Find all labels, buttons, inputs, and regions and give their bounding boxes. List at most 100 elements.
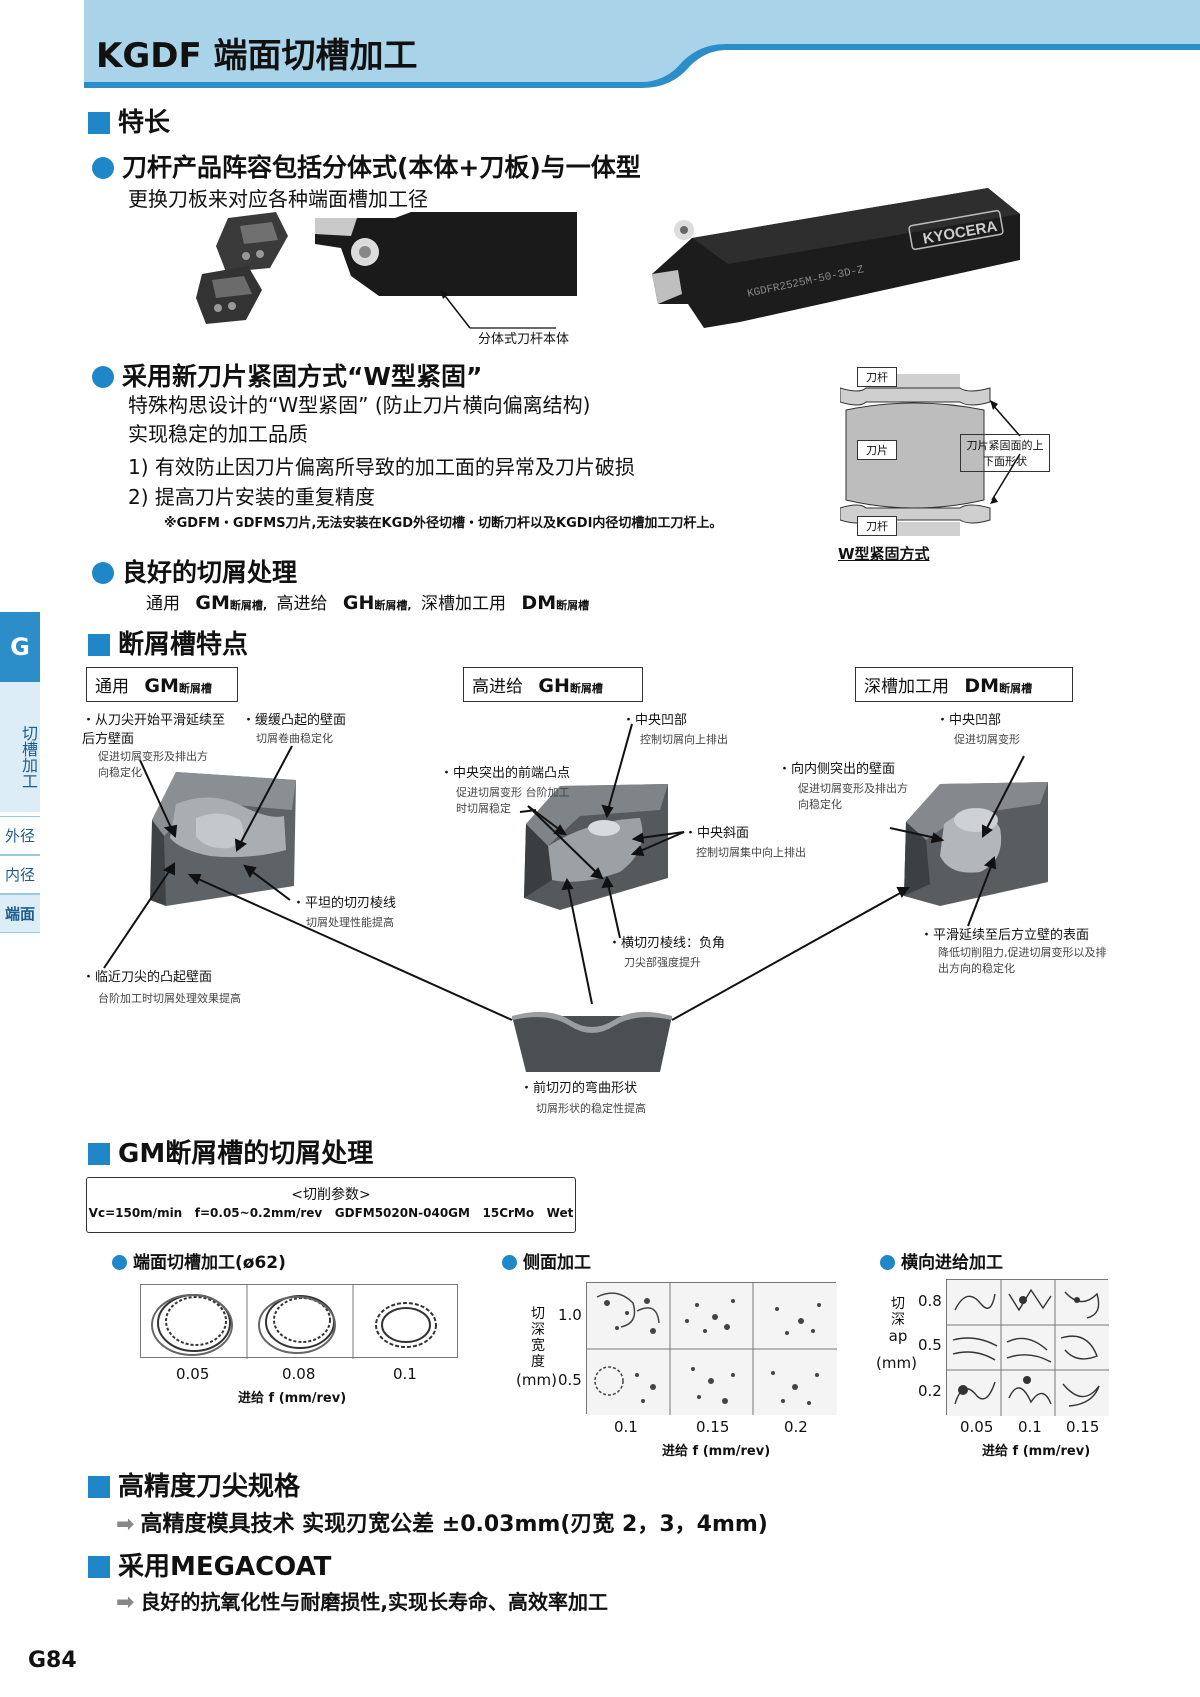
- header-band: [0, 0, 1200, 92]
- square-bullet-icon: [88, 1143, 110, 1165]
- dm-ann3-title: ・平滑延续至后方立壁的表面: [920, 928, 1090, 943]
- precision-heading: 高精度刀尖规格: [88, 1466, 300, 1503]
- traverse-ytick-3: 0.2: [918, 1382, 942, 1400]
- megacoat-heading: 采用MEGACOAT: [88, 1546, 331, 1583]
- megacoat-heading-text: 采用MEGACOAT: [118, 1552, 332, 1582]
- dm-ann2-title: ・向内侧突出的壁面: [778, 762, 896, 777]
- cutting-params-box: <切削参数> Vc=150m/min f=0.05~0.2mm/rev GDFM…: [86, 1177, 576, 1233]
- precision-line-text: 高精度模具技术 实现刃宽公差 ±0.03mm(刃宽 2，3，4mm): [140, 1512, 768, 1537]
- w-clamp-mid-label: 刀片: [857, 440, 897, 460]
- side-ylabel-char: 宽: [531, 1338, 545, 1354]
- gm-ann2-desc: 切屑卷曲稳定化: [256, 732, 333, 745]
- front-edge-image: [512, 1016, 672, 1072]
- gm-label-cn: 通用: [95, 677, 129, 697]
- traverse-ylabel: 切 深 ap: [888, 1296, 908, 1344]
- feature3-line: 通用 GM断屑槽, 高进给 GH断屑槽, 深槽加工用 DM断屑槽: [146, 589, 589, 614]
- side-ylabel: 切 深 宽 度: [528, 1306, 548, 1370]
- dm-ann2-desc: 促进切屑变形及排出方向稳定化: [798, 782, 908, 811]
- feature2-item2: 2) 提高刀片安装的重复精度: [128, 485, 375, 509]
- f3-part: 深槽加工用: [421, 594, 507, 614]
- side-feed-1: 0.1: [614, 1418, 638, 1436]
- feature1-sub: 更换刀板来对应各种端面槽加工径: [128, 187, 428, 211]
- modular-holder-illustration: [315, 212, 577, 296]
- features-heading: 特长: [88, 102, 170, 139]
- gm-label-code: GM: [144, 675, 179, 697]
- side-tab-face[interactable]: 端面: [0, 894, 40, 933]
- gm-ann4-desc: 台阶加工时切屑处理效果提高: [98, 992, 241, 1005]
- side-feed-3: 0.2: [784, 1418, 808, 1436]
- traverse-title: 横向进给加工: [880, 1248, 1003, 1273]
- feature1-title: 刀杆产品阵容包括分体式(本体+刀板)与一体型: [92, 148, 641, 184]
- feature1-title-text: 刀杆产品阵容包括分体式(本体+刀板)与一体型: [122, 153, 641, 182]
- feature2-line1: 特殊构思设计的“W型紧固” (防止刀片横向偏离结构): [128, 393, 591, 417]
- gm-ann3-title: ・平坦的切刃棱线: [292, 896, 397, 911]
- side-nav: G 切槽加工 外径 内径 端面: [0, 612, 40, 933]
- gm-label: 通用 GM断屑槽: [86, 667, 238, 702]
- gm-ann2-title: ・缓缓凸起的壁面: [242, 713, 347, 728]
- page-number: G84: [28, 1648, 77, 1673]
- gh-label: 高进给 GH断屑槽: [463, 667, 643, 702]
- dm-ann3-desc: 降低切削阻力,促进切屑变形以及排出方向的稳定化: [938, 946, 1107, 975]
- side-feed-2: 0.15: [696, 1418, 730, 1436]
- traverse-xlabel: 进给 f (mm/rev): [982, 1444, 1091, 1459]
- side-ytick-1: 1.0: [558, 1306, 582, 1324]
- traverse-ylabel-char: 深: [891, 1312, 905, 1328]
- gh-ann4-desc: 刀尖部强度提升: [624, 956, 701, 969]
- w-clamp-caption: W型紧固方式: [838, 545, 930, 563]
- gh-label-code: GH: [538, 675, 570, 697]
- f3-part: DM: [521, 592, 557, 614]
- dm-label-suffix: 断屑槽: [999, 682, 1033, 695]
- chipbreaker-heading-text: 断屑槽特点: [118, 630, 249, 660]
- side-ytick-2: 0.5: [558, 1371, 582, 1389]
- dm-ann1-desc: 促进切屑变形: [954, 733, 1020, 746]
- gh-ann3-desc: 控制切屑集中向上排出: [696, 846, 806, 859]
- traverse-yunit: (mm): [876, 1354, 917, 1372]
- side-ylabel-char: 深: [531, 1322, 545, 1338]
- gm-ann1-title: ・从刀尖开始平滑延续至后方壁面: [82, 713, 226, 747]
- side-yunit: (mm): [516, 1371, 557, 1389]
- end-face-xlabel: 进给 f (mm/rev): [238, 1391, 347, 1406]
- circle-bullet-icon: [502, 1255, 517, 1270]
- side-xlabel: 进给 f (mm/rev): [662, 1444, 771, 1459]
- end-face-photos: [140, 1284, 458, 1359]
- gm-insert-image: [150, 772, 296, 906]
- w-clamp-bottom-label: 刀杆: [857, 516, 897, 536]
- feature2-note: ※GDFM・GDFMS刀片,无法安装在KGD外径切槽・切断刀杆以及KGDI内径切…: [164, 516, 723, 531]
- circle-bullet-icon: [92, 562, 114, 584]
- feature3-title: 良好的切屑处理: [92, 553, 297, 589]
- common-ann-desc: 切屑形状的稳定性提高: [536, 1102, 646, 1115]
- traverse-ylabel-char: 切: [891, 1296, 905, 1312]
- gh-label-suffix: 断屑槽: [569, 682, 603, 695]
- gm-label-suffix: 断屑槽: [178, 682, 212, 695]
- feature2-line2: 实现稳定的加工品质: [128, 422, 308, 446]
- gh-label-cn: 高进给: [472, 677, 523, 697]
- chipbreaker-heading: 断屑槽特点: [88, 624, 248, 661]
- side-nav-letter[interactable]: G: [0, 612, 40, 682]
- dm-label-cn: 深槽加工用: [864, 677, 949, 697]
- dm-label-code: DM: [964, 675, 1000, 697]
- arrow-right-icon: ➡: [116, 1512, 135, 1537]
- modular-holder-callout: 分体式刀杆本体: [478, 332, 570, 347]
- square-bullet-icon: [88, 1556, 110, 1578]
- feature2-title-text: 采用新刀片紧固方式“W型紧固”: [122, 362, 483, 391]
- end-face-title-text: 端面切槽加工(ø62): [133, 1253, 286, 1273]
- side-tab-inner[interactable]: 内径: [0, 855, 40, 894]
- gh-ann1-title: ・中央凹部: [622, 713, 688, 728]
- gm-ann1-desc: 促进切屑变形及排出方向稳定化: [98, 750, 208, 779]
- traverse-feed-2: 0.1: [1018, 1418, 1042, 1436]
- insert-blades-illustration: [196, 212, 288, 324]
- square-bullet-icon: [88, 1476, 110, 1498]
- feature2-item1: 1) 有效防止因刀片偏离所导致的加工面的异常及刀片破损: [128, 455, 635, 479]
- circle-bullet-icon: [92, 366, 114, 388]
- gh-ann3-title: ・中央斜面: [684, 826, 750, 841]
- square-bullet-icon: [88, 112, 110, 134]
- side-tab-outer[interactable]: 外径: [0, 816, 40, 855]
- traverse-ytick-1: 0.8: [918, 1292, 942, 1310]
- f3-part: 断屑槽: [556, 599, 590, 612]
- integral-holder-illustration: KYOCERA KGDFR2525M-50-3D-Z: [652, 188, 1020, 328]
- side-ylabel-char: 度: [531, 1354, 545, 1370]
- traverse-title-text: 横向进给加工: [901, 1253, 1003, 1273]
- arrow-right-icon: ➡: [116, 1590, 135, 1615]
- traverse-photo-grid: [946, 1279, 1109, 1416]
- w-clamp-top-label: 刀杆: [857, 367, 897, 387]
